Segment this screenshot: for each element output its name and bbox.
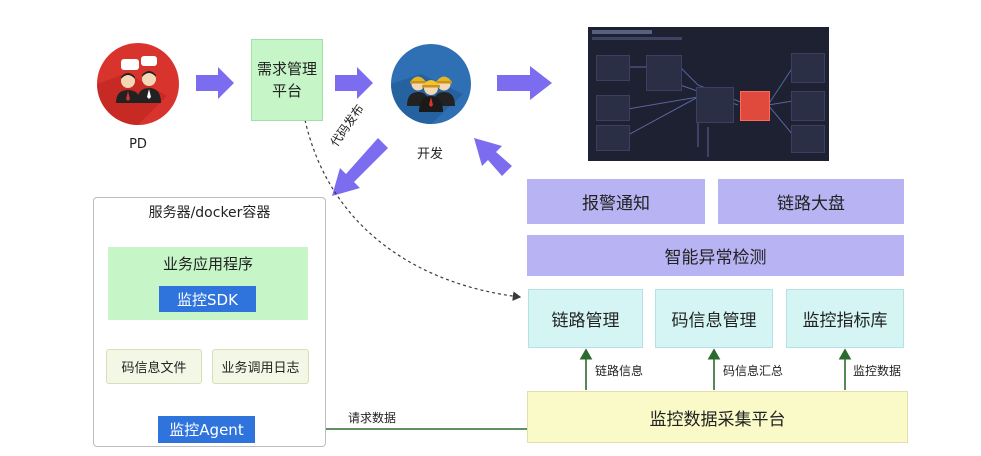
thumbnail-toolbar [592, 37, 682, 40]
monitor-agent-box[interactable]: 监控Agent [158, 416, 255, 443]
arrow-demand-to-trace-dashed [304, 119, 522, 301]
thumb-node-8 [791, 125, 825, 153]
pd-label: PD [129, 136, 147, 152]
code-info-management-box[interactable]: 码信息管理 [655, 289, 773, 348]
monitor-sdk-box[interactable]: 监控SDK [159, 286, 256, 312]
server-title: 服务器/docker容器 [148, 205, 271, 221]
people-icon [97, 43, 179, 125]
thumb-node-4 [696, 87, 734, 123]
demand-platform-label-line2: 平台 [271, 82, 302, 100]
request-data-label: 请求数据 [348, 411, 397, 425]
alarm-notify-box[interactable]: 报警通知 [527, 179, 705, 224]
arrow-dev-to-dashboard [497, 66, 552, 100]
trace-info-label: 链路信息 [595, 364, 644, 378]
arrow-pd-to-demand [196, 67, 234, 99]
demand-platform-label-line1: 需求管理 [256, 60, 317, 78]
thumb-node-2 [646, 55, 682, 91]
data-collector-box[interactable]: 监控数据采集平台 [527, 391, 908, 443]
metrics-library-box[interactable]: 监控指标库 [786, 289, 904, 348]
arrow-demand-to-dev [335, 67, 373, 99]
trace-dashboard-thumbnail[interactable] [588, 27, 829, 161]
thumb-node-3 [596, 95, 630, 121]
business-call-log[interactable]: 业务调用日志 [212, 349, 309, 384]
thumb-node-5 [596, 125, 630, 151]
thumb-node-7 [791, 91, 825, 121]
developers-icon [391, 44, 471, 124]
business-app-title: 业务应用程序 [162, 254, 253, 273]
trace-management-box[interactable]: 链路管理 [528, 289, 643, 348]
thumb-node-highlight [740, 91, 770, 121]
trace-dashboard-box[interactable]: 链路大盘 [718, 179, 904, 224]
anomaly-detection-box[interactable]: 智能异常检测 [527, 235, 904, 276]
code-summary-label: 码信息汇总 [723, 364, 784, 378]
arrow-alarm-to-dev [474, 138, 512, 176]
arrow-dev-to-server [332, 138, 388, 196]
thumb-node-6 [791, 53, 825, 83]
monitor-data-label: 监控数据 [853, 364, 902, 378]
dev-avatar [391, 44, 471, 124]
code-info-file[interactable]: 码信息文件 [106, 349, 202, 384]
thumbnail-header [592, 30, 652, 34]
thumb-node-1 [596, 55, 630, 81]
pd-avatar [97, 43, 179, 125]
dev-label: 开发 [416, 146, 443, 162]
demand-platform-box[interactable]: 需求管理 平台 [251, 39, 323, 121]
server-container [93, 197, 326, 447]
